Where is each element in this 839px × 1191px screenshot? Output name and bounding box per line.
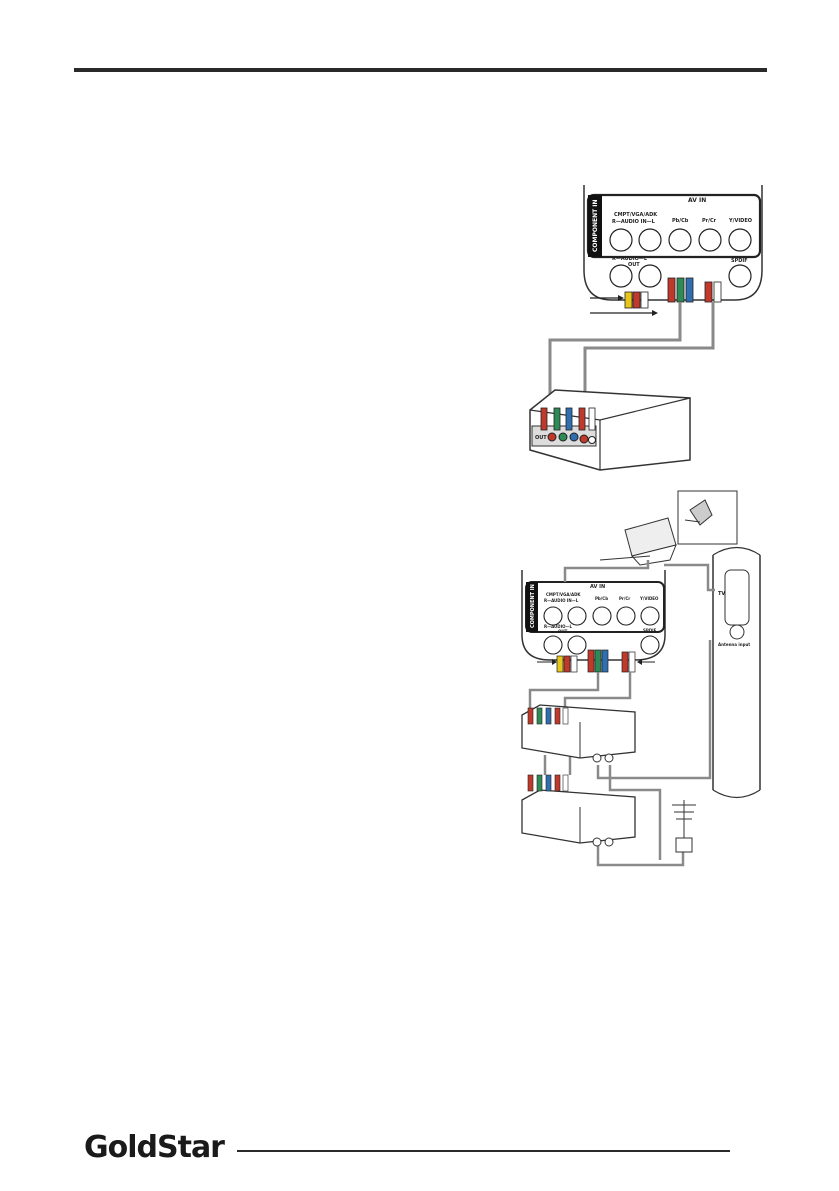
inset-detail <box>677 490 738 545</box>
audio-in-label-2: R—AUDIO IN—L <box>544 598 579 603</box>
port-label-pb: Pb/Cb <box>672 218 689 224</box>
av-in-label-2: AV IN <box>590 584 605 590</box>
audio-out-sub: OUT <box>628 262 640 268</box>
port-label-y-2: Y/VIDEO <box>639 596 659 601</box>
spdif-label: SPDIF <box>731 258 748 264</box>
brand-logo: GoldStar <box>84 1130 225 1165</box>
component-cables <box>548 302 715 410</box>
source-device-2b <box>521 774 636 847</box>
plugs-tv-2 <box>537 649 655 673</box>
jack-y <box>728 228 752 252</box>
header-rule <box>74 68 767 72</box>
jack-audio-r <box>609 228 633 252</box>
footer-rule <box>237 1150 730 1152</box>
audio-in-label: R—AUDIO IN—L <box>612 219 656 225</box>
wall-outlet: TV Antenna input <box>712 546 761 799</box>
jack-out-l <box>638 264 662 288</box>
port-label-y: Y/VIDEO <box>728 218 752 224</box>
tv-rear-panel-2: COMPONENT IN AV IN CMPT/VGA/ADK R—AUDIO … <box>521 570 666 661</box>
audio-out-label-2: R—AUDIO—L <box>544 624 573 629</box>
wall-label-tv: TV <box>718 591 725 597</box>
port-label-pb-2: Pb/Cb <box>595 596 608 601</box>
wall-label-antenna: Antenna input <box>718 642 750 647</box>
component-in-label-2: COMPONENT IN <box>530 584 536 628</box>
component-in-label: COMPONENT IN <box>592 199 599 252</box>
cmpt-vga-label: CMPT/VGA/ADK <box>614 212 658 218</box>
jack-out-r <box>609 264 633 288</box>
audio-out-sub-2: OUT <box>558 629 568 634</box>
source-device-1: OUT <box>529 389 691 471</box>
laptop-icon <box>599 517 677 566</box>
jack-pr <box>698 228 722 252</box>
tv-rear-panel: COMPONENT IN AV IN CMPT/VGA/ADK R—AUDIO … <box>583 185 763 301</box>
antenna-icon <box>672 800 696 853</box>
port-label-pr: Pr/Cr <box>702 218 717 224</box>
av-in-label: AV IN <box>688 197 706 204</box>
jack-pb <box>668 228 692 252</box>
jack-spdif <box>728 264 752 288</box>
audio-out-label: R—AUDIO—L <box>612 256 648 262</box>
component-in-strip <box>588 195 602 257</box>
spdif-label-2: SPDIF <box>643 628 657 633</box>
cmpt-vga-label-2: CMPT/VGA/ADK <box>546 592 581 597</box>
jack-audio-l <box>638 228 662 252</box>
port-label-pr-2: Pr/Cr <box>619 596 630 601</box>
cables-2 <box>528 560 715 867</box>
source-device-2a <box>521 704 636 763</box>
component-plugs-tv <box>590 277 722 316</box>
device-out-label: OUT <box>535 435 547 441</box>
